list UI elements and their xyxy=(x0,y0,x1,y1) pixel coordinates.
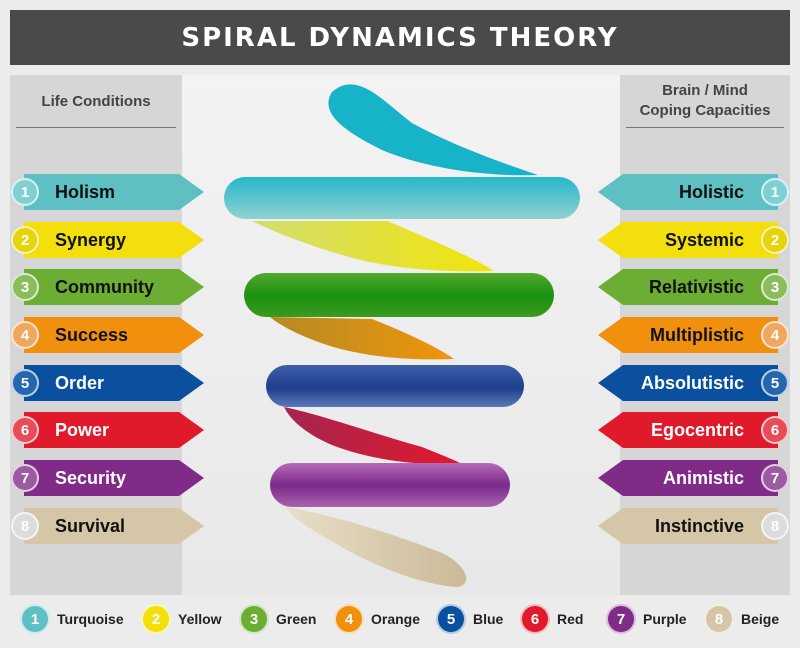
orange-swoosh xyxy=(270,317,454,360)
coping-capacity-4: Multiplistic xyxy=(598,317,778,353)
legend-label-3: Green xyxy=(276,611,317,627)
life-condition-7-label: Security xyxy=(55,467,127,488)
legend-dot-2: 2 xyxy=(141,604,171,634)
coping-capacity-7: Animistic xyxy=(598,460,778,496)
legend-item-3: 3 Green xyxy=(239,604,316,634)
coping-capacity-6: Egocentric xyxy=(598,412,778,448)
legend-item-8: 8 Beige xyxy=(704,604,779,634)
life-condition-6-label: Power xyxy=(55,419,110,440)
right-number-2: 2 xyxy=(761,226,789,254)
coping-heading-line2: Coping Capacities xyxy=(639,102,771,119)
right-number-6: 6 xyxy=(761,416,789,444)
coping-capacity-8: Instinctive xyxy=(598,508,778,544)
left-number-2: 2 xyxy=(11,226,39,254)
right-number-1: 1 xyxy=(761,178,789,206)
turquoise-swoosh xyxy=(328,84,538,176)
green-band xyxy=(244,273,554,317)
turquoise-band xyxy=(224,177,580,219)
coping-capacity-6-label: Egocentric xyxy=(650,419,744,440)
life-condition-6: Power xyxy=(24,412,204,448)
right-number-8: 8 xyxy=(761,512,789,540)
left-number-7: 7 xyxy=(11,464,39,492)
life-condition-5: Order xyxy=(24,365,204,401)
coping-capacity-1-label: Holistic xyxy=(678,181,744,202)
legend-dot-6: 6 xyxy=(520,604,550,634)
life-condition-4-label: Success xyxy=(55,324,129,345)
left-number-8: 8 xyxy=(11,512,39,540)
left-number-4: 4 xyxy=(11,321,39,349)
coping-capacity-2: Systemic xyxy=(598,222,778,258)
legend-dot-3: 3 xyxy=(239,604,269,634)
life-condition-2-label: Synergy xyxy=(55,229,127,250)
life-condition-8: Survival xyxy=(24,508,204,544)
coping-capacity-5: Absolutistic xyxy=(598,365,778,401)
left-number-3: 3 xyxy=(11,273,39,301)
legend-label-4: Orange xyxy=(371,611,421,627)
red-swoosh xyxy=(284,407,460,464)
legend-item-5: 5 Blue xyxy=(436,604,503,634)
right-number-3: 3 xyxy=(761,273,789,301)
coping-capacity-3: Relativistic xyxy=(598,269,778,305)
legend-item-6: 6 Red xyxy=(520,604,583,634)
legend-item-7: 7 Purple xyxy=(606,604,687,634)
coping-capacity-3-label: Relativistic xyxy=(648,276,744,297)
coping-capacity-7-label: Animistic xyxy=(662,467,744,488)
life-conditions-heading: Life Conditions xyxy=(41,93,151,110)
spiral-diagram xyxy=(224,84,580,587)
left-divider xyxy=(16,127,176,128)
right-number-7: 7 xyxy=(761,464,789,492)
purple-band xyxy=(270,463,510,507)
legend-label-5: Blue xyxy=(473,611,504,627)
legend-dot-1: 1 xyxy=(20,604,50,634)
legend-item-4: 4 Orange xyxy=(334,604,420,634)
life-condition-8-label: Survival xyxy=(55,515,126,536)
life-condition-7: Security xyxy=(24,460,204,496)
legend-label-7: Purple xyxy=(643,611,687,627)
coping-heading-line1: Brain / Mind xyxy=(662,82,748,99)
legend-dot-4: 4 xyxy=(334,604,364,634)
blue-band xyxy=(266,365,524,407)
life-condition-5-label: Order xyxy=(55,372,105,393)
right-number-4: 4 xyxy=(761,321,789,349)
legend-dot-8: 8 xyxy=(704,604,734,634)
legend-label-6: Red xyxy=(557,611,584,627)
left-number-1: 1 xyxy=(11,178,39,206)
coping-capacity-2-label: Systemic xyxy=(664,229,744,250)
life-condition-1: Holism xyxy=(24,174,204,210)
left-number-5: 5 xyxy=(11,369,39,397)
legend-label-8: Beige xyxy=(741,611,780,627)
legend-item-1: 1 Turquoise xyxy=(20,604,124,634)
legend-label-1: Turquoise xyxy=(57,611,124,627)
right-divider xyxy=(626,127,784,128)
legend-dot-5: 5 xyxy=(436,604,466,634)
life-condition-4: Success xyxy=(24,317,204,353)
coping-capacity-1: Holistic xyxy=(598,174,778,210)
legend-item-2: 2 Yellow xyxy=(141,604,222,634)
coping-capacities-heading: Brain / Mind Coping Capacities xyxy=(624,81,786,121)
coping-capacity-4-label: Multiplistic xyxy=(650,324,744,345)
page-title: SPIRAL DYNAMICS THEORY xyxy=(10,10,790,65)
life-condition-2: Synergy xyxy=(24,222,204,258)
life-condition-3: Community xyxy=(24,269,204,305)
coping-capacity-8-label: Instinctive xyxy=(654,515,744,536)
beige-swoosh xyxy=(286,507,467,587)
life-condition-1-label: Holism xyxy=(55,181,116,202)
legend-dot-7: 7 xyxy=(606,604,636,634)
legend-label-2: Yellow xyxy=(178,611,222,627)
yellow-swoosh xyxy=(252,221,494,272)
right-number-5: 5 xyxy=(761,369,789,397)
left-number-6: 6 xyxy=(11,416,39,444)
life-condition-3-label: Community xyxy=(55,276,154,297)
coping-capacity-5-label: Absolutistic xyxy=(640,372,744,393)
